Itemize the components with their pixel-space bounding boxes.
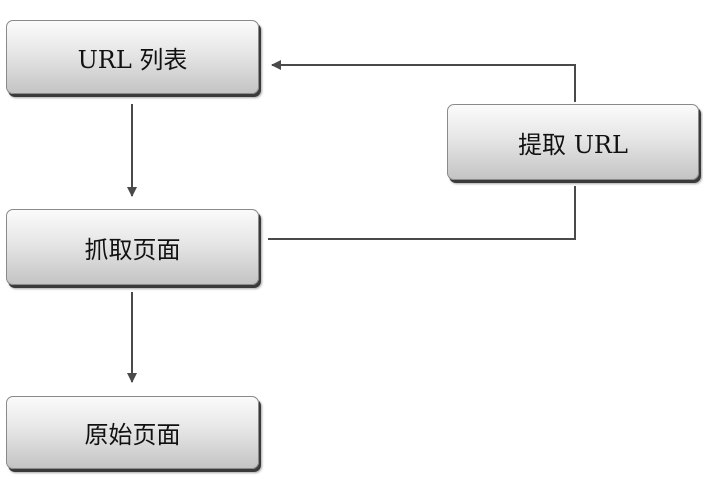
node-url-list-label: URL 列表 (77, 45, 188, 74)
arrow-extract-to-url-list (271, 60, 576, 102)
node-fetch-page-label: 抓取页面 (84, 235, 181, 264)
node-raw-page-label: 原始页面 (84, 421, 181, 449)
node-extract-url-label: 提取 URL (518, 130, 628, 159)
node-fetch-page: 抓取页面 (6, 209, 259, 285)
node-extract-url: 提取 URL (447, 104, 699, 180)
line-fetch-to-extract (268, 186, 576, 240)
node-raw-page: 原始页面 (6, 396, 259, 469)
node-url-list: URL 列表 (6, 20, 259, 94)
